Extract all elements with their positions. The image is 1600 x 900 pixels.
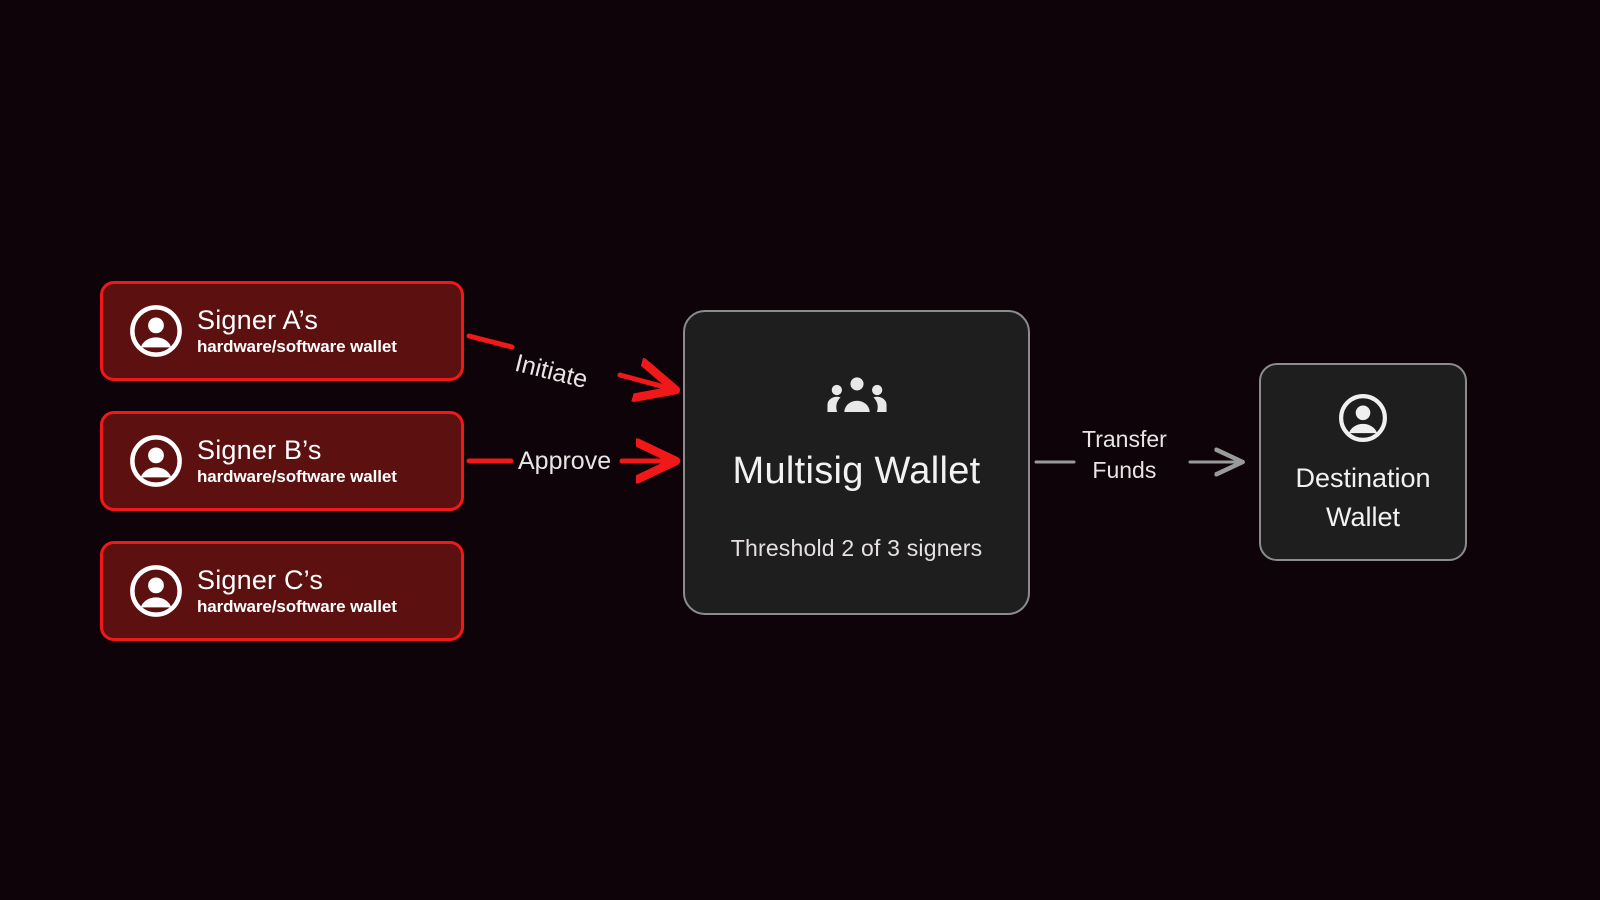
edge-label-initiate: Initiate [512, 349, 591, 394]
edge-label-approve: Approve [518, 447, 612, 475]
account-circle-icon [129, 304, 183, 358]
multisig-threshold-text: Threshold 2 of 3 signers [730, 535, 983, 561]
destination-wallet-node[interactable]: Destination Wallet [1259, 363, 1467, 561]
account-circle-icon [129, 434, 183, 488]
signer-c-title: Signer C’s [197, 565, 324, 595]
signer-a-subtitle: hardware/software wallet [197, 337, 397, 356]
signer-a-title: Signer A’s [197, 305, 319, 335]
signer-card-c[interactable]: Signer C’s hardware/software wallet [100, 541, 464, 641]
destination-wallet-title: Destination Wallet [1295, 463, 1431, 533]
multisig-wallet-node[interactable]: Multisig Wallet Threshold 2 of 3 signers [683, 310, 1030, 615]
multisig-title: Multisig Wallet [732, 450, 981, 492]
signer-card-b[interactable]: Signer B’s hardware/software wallet [100, 411, 464, 511]
signer-b-text: Signer B’s hardware/software wallet [197, 435, 397, 486]
groups-icon [826, 374, 887, 420]
account-circle-icon [129, 564, 183, 618]
signer-c-subtitle: hardware/software wallet [197, 597, 397, 616]
edge-label-transfer: Transfer Funds [1082, 426, 1167, 484]
signer-a-text: Signer A’s hardware/software wallet [197, 305, 397, 356]
signer-card-a[interactable]: Signer A’s hardware/software wallet [100, 281, 464, 381]
signer-b-title: Signer B’s [197, 435, 322, 465]
signer-c-text: Signer C’s hardware/software wallet [197, 565, 397, 616]
account-circle-icon [1338, 393, 1388, 443]
signer-b-subtitle: hardware/software wallet [197, 467, 397, 486]
